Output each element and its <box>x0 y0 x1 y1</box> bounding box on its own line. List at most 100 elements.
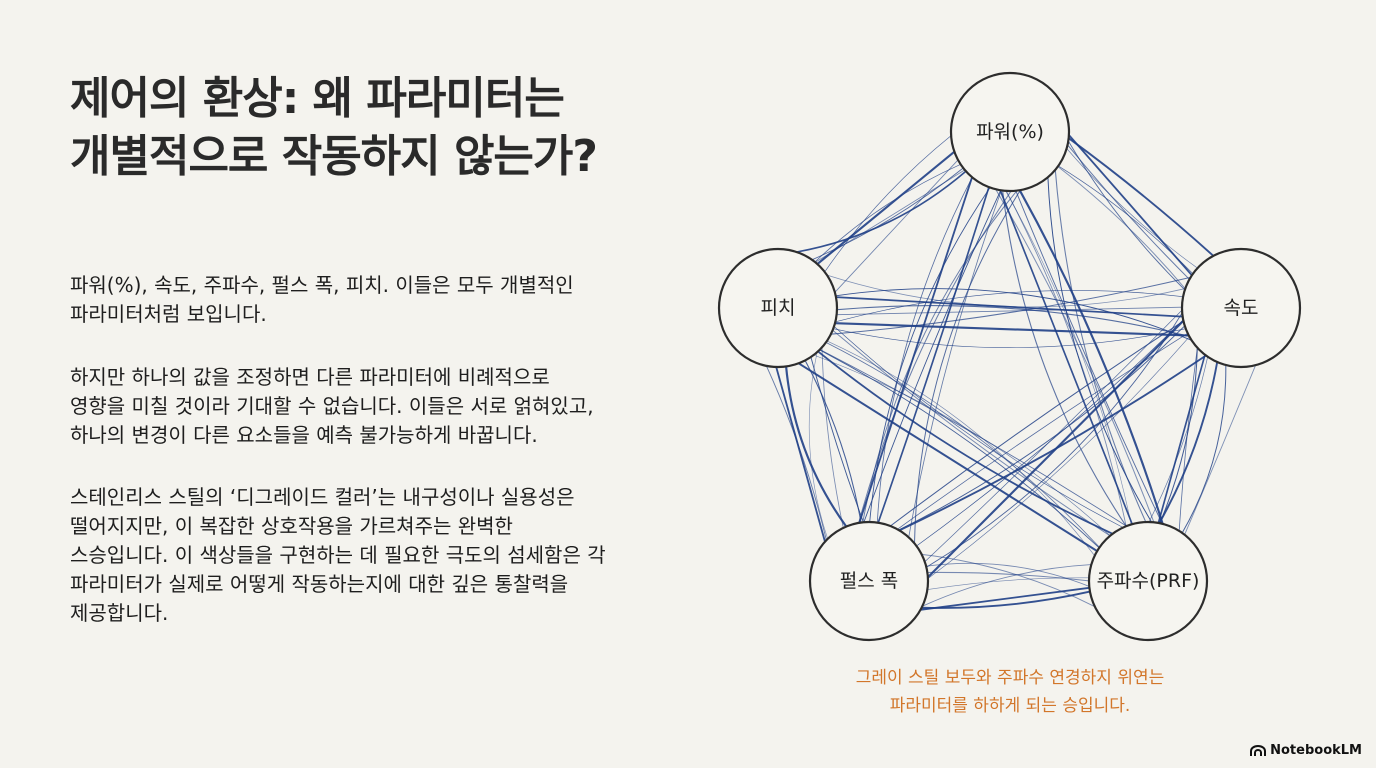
connection-line <box>1178 347 1198 532</box>
connection-line <box>836 305 1190 337</box>
node-pulse-width: 펄스 폭 <box>808 520 930 642</box>
connection-line <box>1184 365 1257 535</box>
connection-line <box>877 186 990 523</box>
connection-line <box>1005 190 1127 527</box>
connection-line <box>926 562 1090 587</box>
connection-line <box>825 342 1100 548</box>
connection-line <box>1158 361 1219 524</box>
connection-line <box>863 190 1002 523</box>
connection-line <box>890 320 1184 527</box>
connection-line <box>1005 190 1132 525</box>
title-line-2: 개별적으로 작동하지 않는가? <box>70 131 598 182</box>
connection-line <box>1157 354 1206 524</box>
notebooklm-brand: NotebookLM <box>1250 743 1362 758</box>
connection-line <box>920 586 1090 611</box>
caption-line-1: 그레이 스틸 보두와 주파수 연경하지 위연는 <box>855 668 1165 688</box>
paragraph-1: 파워(%), 속도, 주파수, 펄스 폭, 피치. 이들은 모두 개별적인 파라… <box>70 271 670 329</box>
node-pitch: 피치 <box>717 247 839 369</box>
connection-line <box>796 170 967 253</box>
connection-line <box>819 349 1100 549</box>
connection-line <box>1002 190 1127 527</box>
connection-line <box>1066 148 1198 269</box>
connection-line <box>921 590 1091 609</box>
node-power-label: 파워(%) <box>976 121 1044 143</box>
paragraph-2: 하지만 하나의 값을 조정하면 다른 파라미터에 비례적으로 영향을 미칠 것이… <box>70 363 670 450</box>
connection-line <box>826 274 1186 308</box>
node-speed-label: 속도 <box>1224 297 1259 319</box>
connection-line <box>908 190 1002 538</box>
paragraph-line: 파워(%), 속도, 주파수, 펄스 폭, 피치. 이들은 모두 개별적인 <box>70 273 574 297</box>
caption-line-2: 파라미터를 하하게 되는 승입니다. <box>889 696 1131 716</box>
paragraph-3: 스테인리스 스틸의 ‘디그레이드 컬러’는 내구성이나 실용성은 떨어지지만, … <box>70 483 670 628</box>
connection-line <box>815 169 966 263</box>
diagram-caption: 그레이 스틸 보두와 주파수 연경하지 위연는 파라미터를 하하게 되는 승입니… <box>780 664 1240 720</box>
title-line-1: 제어의 환상: 왜 파라미터는 <box>70 73 565 124</box>
connection-line <box>816 150 956 265</box>
connection-line <box>830 276 1191 335</box>
connection-line <box>1018 189 1164 525</box>
connection-line <box>869 187 991 523</box>
connection-line <box>927 336 1190 579</box>
node-frequency: 주파수(PRF) <box>1087 520 1209 642</box>
connection-line <box>995 189 1155 523</box>
paragraph-line: 하나의 변경이 다른 요소들을 예측 불가능하게 바꿉니다. <box>70 423 538 447</box>
connection-line <box>833 326 1124 528</box>
connection-lines <box>765 134 1257 611</box>
paragraph-line: 파라미터처럼 보입니다. <box>70 302 267 326</box>
connection-line <box>808 352 829 540</box>
connection-line <box>775 366 826 542</box>
connection-line <box>834 159 959 293</box>
connection-line <box>1068 137 1215 257</box>
connection-line <box>817 350 1113 535</box>
connection-line <box>826 340 1095 556</box>
connection-line <box>1054 169 1147 523</box>
paragraph-line: 영향을 미칠 것이라 기대할 수 없습니다. 이들은 서로 얽혀있고, <box>70 394 594 418</box>
connection-line <box>819 349 1127 527</box>
connection-line <box>927 577 1090 590</box>
paragraph-line: 스승입니다. 이 색상들을 구현하는 데 필요한 극도의 섬세함은 각 <box>70 543 606 567</box>
connection-line <box>813 354 1111 536</box>
connection-line <box>804 360 862 523</box>
connection-line <box>858 176 973 524</box>
connection-line <box>814 163 961 263</box>
node-pulse-width-label: 펄스 폭 <box>840 570 898 592</box>
node-pitch-label: 피치 <box>761 297 796 319</box>
connection-line <box>898 354 1207 532</box>
paragraph-line: 하지만 하나의 값을 조정하면 다른 파라미터에 비례적으로 <box>70 365 550 389</box>
paragraph-line: 떨어지지만, 이 복잡한 상호작용을 가르쳐주는 완벽한 <box>70 514 513 538</box>
connection-line <box>898 325 1186 531</box>
connection-line <box>922 564 1092 607</box>
connection-line <box>999 189 1133 525</box>
connection-line <box>833 328 1186 348</box>
connection-line <box>927 571 1090 582</box>
connection-line <box>1015 190 1163 524</box>
paragraph-line: 스테인리스 스틸의 ‘디그레이드 컬러’는 내구성이나 실용성은 <box>70 485 575 509</box>
connection-line <box>916 319 1184 547</box>
connection-line <box>810 356 864 523</box>
node-speed: 속도 <box>1180 247 1302 369</box>
connection-line <box>1067 140 1186 291</box>
paragraph-line: 제공합니다. <box>70 601 169 625</box>
brand-label: NotebookLM <box>1270 743 1362 758</box>
connection-line <box>836 306 1183 316</box>
node-frequency-label: 주파수(PRF) <box>1097 570 1200 592</box>
page-title: 제어의 환상: 왜 파라미터는 개별적으로 작동하지 않는가? <box>70 70 690 186</box>
connection-line <box>785 366 848 528</box>
connection-line <box>832 329 1111 537</box>
connection-line <box>834 322 1189 337</box>
connection-line <box>821 347 844 528</box>
connection-line <box>798 362 1098 552</box>
notebooklm-logo-icon <box>1250 744 1267 756</box>
connection-line <box>897 332 1188 530</box>
connection-line <box>858 190 1012 524</box>
connection-line <box>1181 364 1227 534</box>
connection-line <box>921 553 1096 608</box>
connection-line <box>765 365 827 541</box>
connection-line <box>824 135 952 273</box>
paragraph-line: 파라미터가 실제로 어떻게 작동하는지에 대한 깊은 통찰력을 <box>70 572 569 596</box>
connection-line <box>876 177 973 523</box>
node-power: 파워(%) <box>949 71 1071 193</box>
connection-line <box>1148 356 1209 523</box>
connection-line <box>1057 166 1186 290</box>
